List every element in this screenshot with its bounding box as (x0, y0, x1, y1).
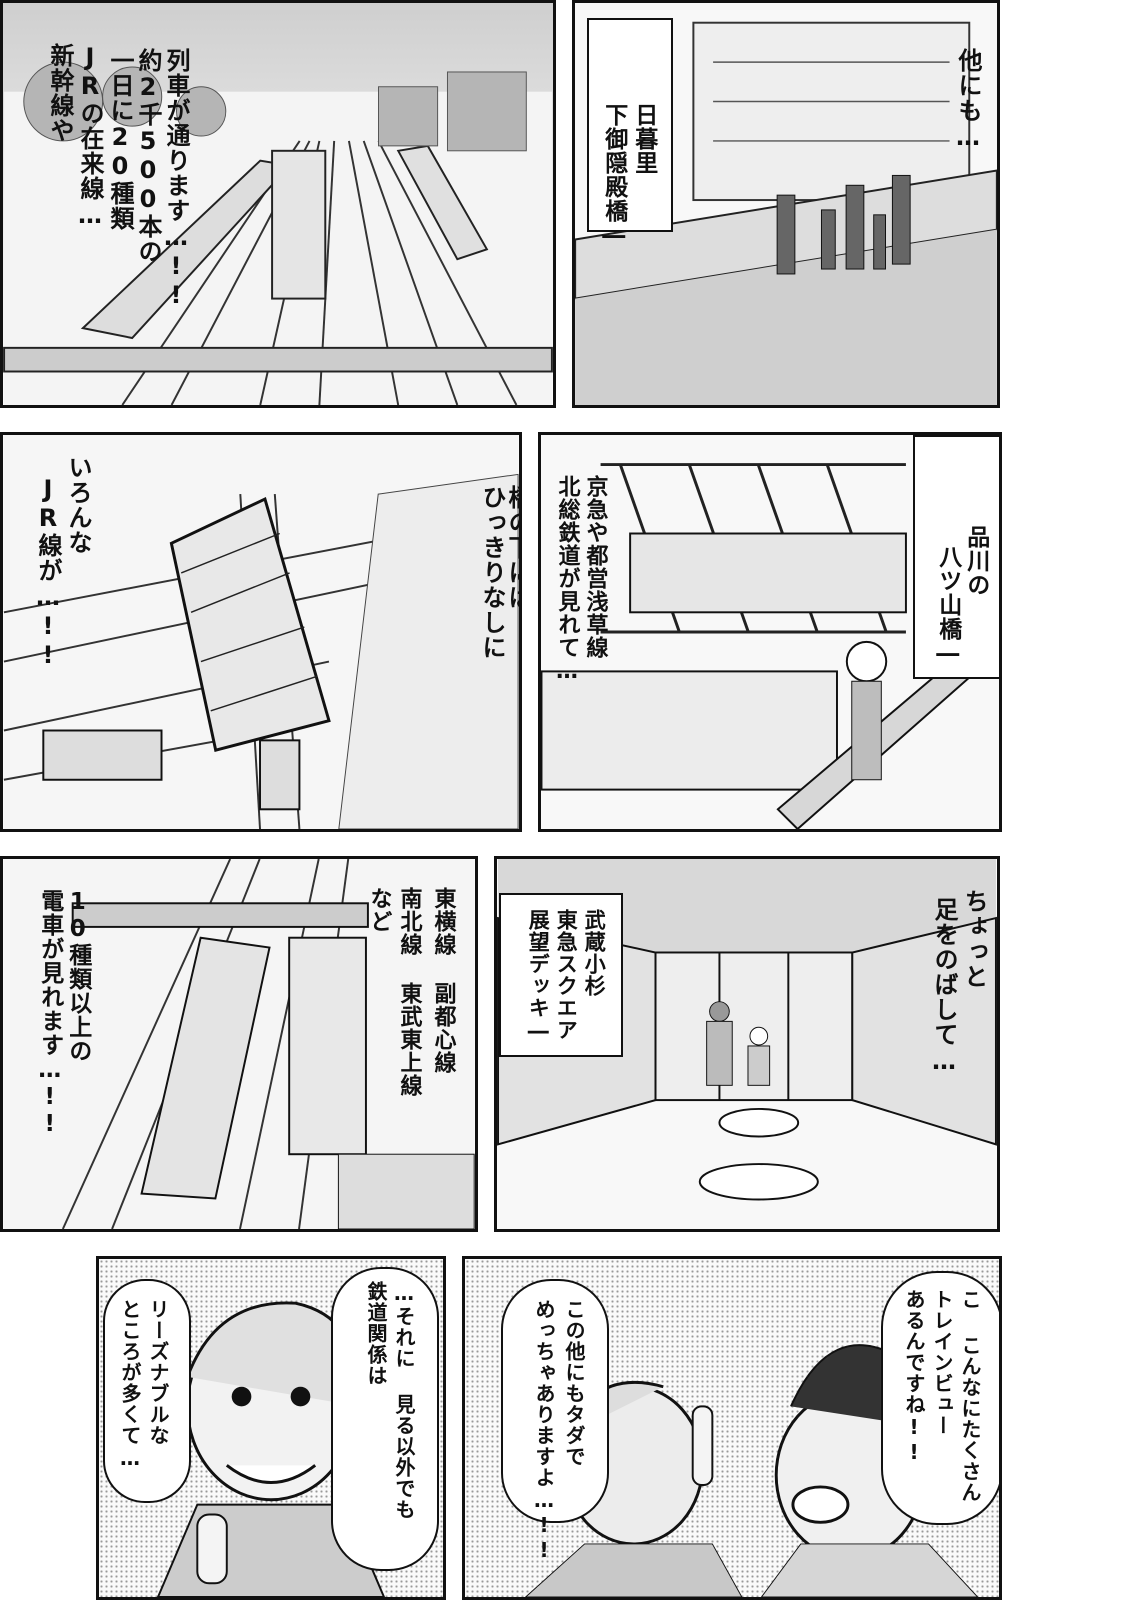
two-trains-illustration (3, 859, 475, 1229)
railyard-illustration (3, 61, 553, 405)
p6-location-line1: 武蔵小杉 (582, 909, 607, 997)
p3-narration-line3: いろんな (64, 455, 92, 555)
p2-location-line1: 日暮里 (630, 103, 657, 175)
yatsuyama-bridge-panel: 品川の 八ツ山橋― 京急や都営浅草線 北総鉄道が見れて… (538, 432, 1002, 832)
front-train (140, 936, 271, 1200)
p5-narration-line1: 10種類以上の (64, 889, 91, 1063)
side-train (288, 936, 367, 1156)
p4-narration-line2: 北総鉄道が見れて… (554, 475, 580, 685)
p4-narration-line1: 京急や都営浅草線 (582, 475, 608, 659)
p1-narration-line2: JRの在来線… (76, 43, 104, 230)
woman-explaining-panel: …それに 見る以外でも 鉄道関係は リーズナブルな ところが多くて… (96, 1256, 446, 1600)
p3-narration-line4: JR線が…!! (34, 475, 62, 670)
p4-location-line1: 品川の (962, 525, 989, 597)
man-surprised-panel: この他にもタダで めっちゃありますよ…!! こ こんなにたくさん トレインビュー… (462, 1256, 1002, 1600)
p5-narration-line2: 電車が見れます…!! (36, 889, 63, 1138)
p7-speech-2-line2: ところが多くて… (118, 1299, 142, 1471)
p7-speech-bubble-1 (331, 1267, 439, 1571)
p5-lines-list-line1: 東横線 副都心線 (430, 887, 456, 1074)
p6-location-line3: 展望デッキ― (526, 909, 551, 1044)
p7-speech-bubble-2 (103, 1279, 191, 1503)
p2-location-line2: 下御隠殿橋― (600, 103, 627, 250)
p1-narration-line5: 列車が通ります…!! (162, 48, 190, 310)
p6-location-caption-box (499, 893, 623, 1057)
p4-location-line2: 八ツ山橋― (934, 545, 961, 668)
woman-illustration (156, 1301, 386, 1597)
toyoko-line-panel: 東横線 副都心線 南北線 東武東上線 など 10種類以上の 電車が見れます…!! (0, 856, 478, 1232)
p8-speech-bubble-1 (881, 1271, 999, 1525)
p8-speech-1-line3: あるんですね!! (902, 1289, 926, 1465)
nippori-bridge-panel: 日暮里 下御隠殿橋― 他にも… (572, 0, 1000, 408)
p3-narration-line2: ひっきりなしに (478, 485, 506, 660)
p8-speech-1-line1: こ こんなにたくさん (958, 1289, 982, 1503)
commuter-train (271, 149, 327, 300)
p8-speech-2-line1: この他にもタダで (562, 1299, 586, 1467)
tracks-bridge-illustration (3, 435, 519, 829)
p8-speech-2-line2: めっちゃありますよ…!! (532, 1299, 556, 1563)
p2-location-caption-box (587, 18, 673, 232)
p8-speech-1-line2: トレインビュー (930, 1289, 954, 1436)
musashikosugi-deck-panel: 武蔵小杉 東急スクエア 展望デッキ― ちょっと 足をのばして… (494, 856, 1000, 1232)
p6-narration-line2: 足をのばして… (930, 897, 958, 1076)
p8-speech-bubble-2 (501, 1279, 609, 1523)
p7-speech-1-line2: 鉄道関係は (364, 1281, 388, 1386)
p6-narration-line1: ちょっと (960, 889, 988, 989)
p2-narration: 他にも… (954, 48, 982, 152)
p1-narration-line4: 約2千500本の (134, 48, 162, 264)
p3-narration-line1: 橋の下には (504, 485, 522, 610)
p4-location-caption-box (913, 435, 999, 679)
shinkansen-tracks-panel: 新幹線や JRの在来線… 一日に20種類 約2千500本の 列車が通ります…!! (0, 0, 556, 408)
p7-speech-2-line1: リーズナブルな (146, 1299, 170, 1446)
raised-finger (196, 1513, 228, 1585)
p1-narration-line3: 一日に20種類 (106, 48, 134, 231)
bridge-over-tracks-panel: 橋の下には ひっきりなしに いろんな JR線が…!! (0, 432, 522, 832)
p7-speech-1-line1: …それに 見る以外でも (392, 1281, 416, 1520)
p5-lines-list-line2: 南北線 東武東上線 (396, 887, 422, 1097)
p5-lines-list-line3: など (366, 887, 392, 933)
p1-narration-line1: 新幹線や (46, 43, 74, 143)
keikyu-train (629, 532, 907, 614)
p6-location-line2: 東急スクエア (554, 909, 579, 1041)
pointing-finger (691, 1405, 714, 1486)
